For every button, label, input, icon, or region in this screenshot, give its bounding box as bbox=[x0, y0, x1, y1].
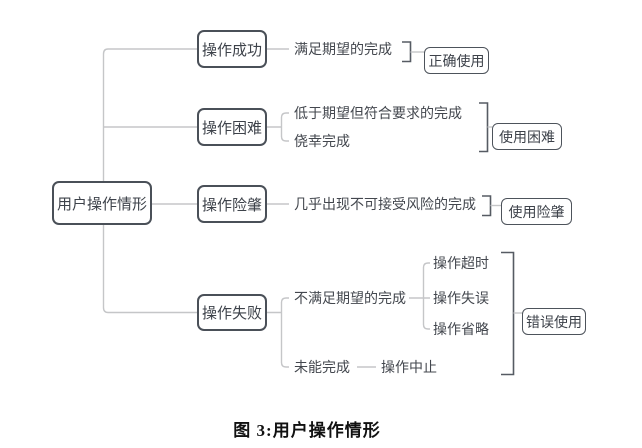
bracket-wrong-use bbox=[501, 251, 515, 376]
connector-trunk-top bbox=[102, 48, 197, 181]
connector-trunk-bottom bbox=[102, 225, 197, 314]
node-operation-difficulty: 操作困难 bbox=[197, 108, 267, 146]
root-node: 用户操作情形 bbox=[52, 181, 152, 225]
terminal-correct-use: 正确使用 bbox=[424, 47, 489, 74]
bracket-near-miss-use bbox=[482, 195, 492, 217]
node-operation-success: 操作成功 bbox=[197, 30, 267, 68]
label-operation-timeout: 操作超时 bbox=[433, 255, 489, 271]
label-not-meet-expectation: 不满足期望的完成 bbox=[294, 290, 406, 306]
terminal-wrong-use: 错误使用 bbox=[522, 308, 586, 335]
label-operation-omission: 操作省略 bbox=[433, 321, 489, 337]
terminal-difficult-use: 使用困难 bbox=[492, 123, 562, 150]
terminal-near-miss-use: 使用险肇 bbox=[501, 198, 572, 225]
figure-caption: 图 3:用户操作情形 bbox=[233, 421, 381, 440]
label-near-unacceptable-risk: 几乎出现不可接受风险的完成 bbox=[294, 196, 476, 212]
bracket-difficult-use bbox=[479, 102, 489, 153]
label-lucky-completion: 侥幸完成 bbox=[294, 133, 350, 149]
node-operation-failure: 操作失败 bbox=[197, 294, 267, 331]
label-operation-abort: 操作中止 bbox=[381, 359, 437, 375]
label-meet-expectation: 满足期望的完成 bbox=[294, 41, 392, 57]
connector-sub-split bbox=[422, 262, 430, 330]
label-below-expectation: 低于期望但符合要求的完成 bbox=[294, 105, 462, 121]
connector-difficulty-split bbox=[267, 112, 289, 142]
label-not-completed: 未能完成 bbox=[294, 359, 350, 375]
connector-failure-split bbox=[267, 297, 289, 368]
bracket-correct-use bbox=[402, 41, 412, 63]
node-operation-near-miss: 操作险肇 bbox=[197, 185, 267, 223]
label-operation-mistake: 操作失误 bbox=[433, 290, 489, 306]
